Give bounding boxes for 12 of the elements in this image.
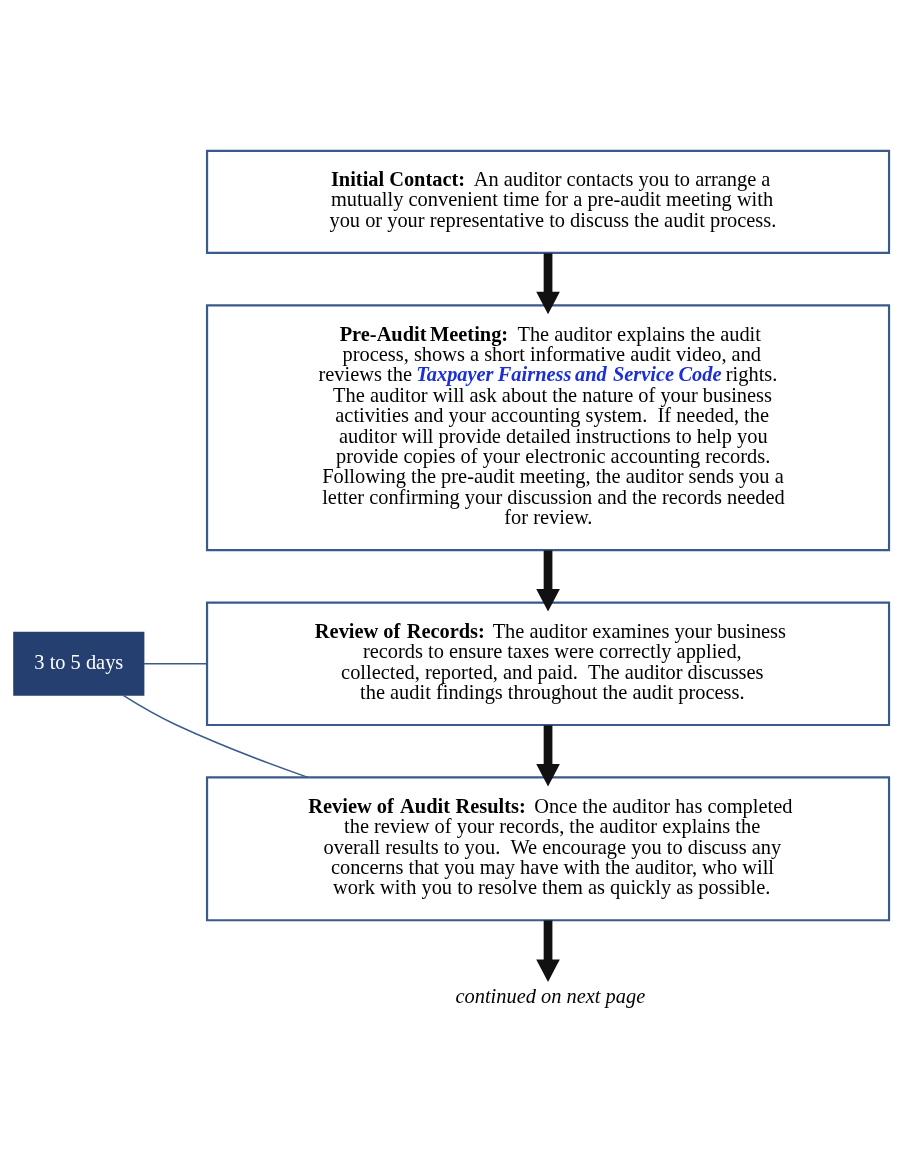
node-box: Review of Audit Results: Once the auditor has completed the review of your records, the auditor explains the overall results to you. We encourage you to discuss any concerns that you may have with the auditor, who will work with you to resolve them as quickly as possible.	[205, 775, 891, 921]
node-box: 3 to 5 days	[13, 631, 145, 696]
arrow	[536, 252, 560, 314]
arrow	[536, 724, 560, 787]
arrow	[536, 550, 560, 612]
node-text: continued on next page	[455, 984, 646, 1007]
node-box: Pre-Audit Meeting: The auditor explains the audit process, shows a short informative audit video, and reviews the Taxpayer Fairness and Service Code rights. The auditor will ask about the nature of your business activities and your accounting system. If needed, the auditor will provide detailed instructions to help you provide copies of your electronic accounting records. Following the pre-audit meeting, the auditor sends you a letter confirming your discussion and the records needed for review.	[205, 303, 891, 551]
connector	[122, 693, 309, 778]
arrow	[536, 919, 560, 982]
node-box: Initial Contact: An auditor contacts you to arrange a mutually convenient time for a pre-audit meeting with you or your representative to discuss the audit process.	[205, 149, 891, 254]
connector	[143, 662, 208, 664]
node-box: Review of Records: The auditor examines your business records to ensure taxes were correctly applied, collected, reported, and paid. The auditor discusses the audit findings throughout the audit process.	[205, 600, 891, 726]
